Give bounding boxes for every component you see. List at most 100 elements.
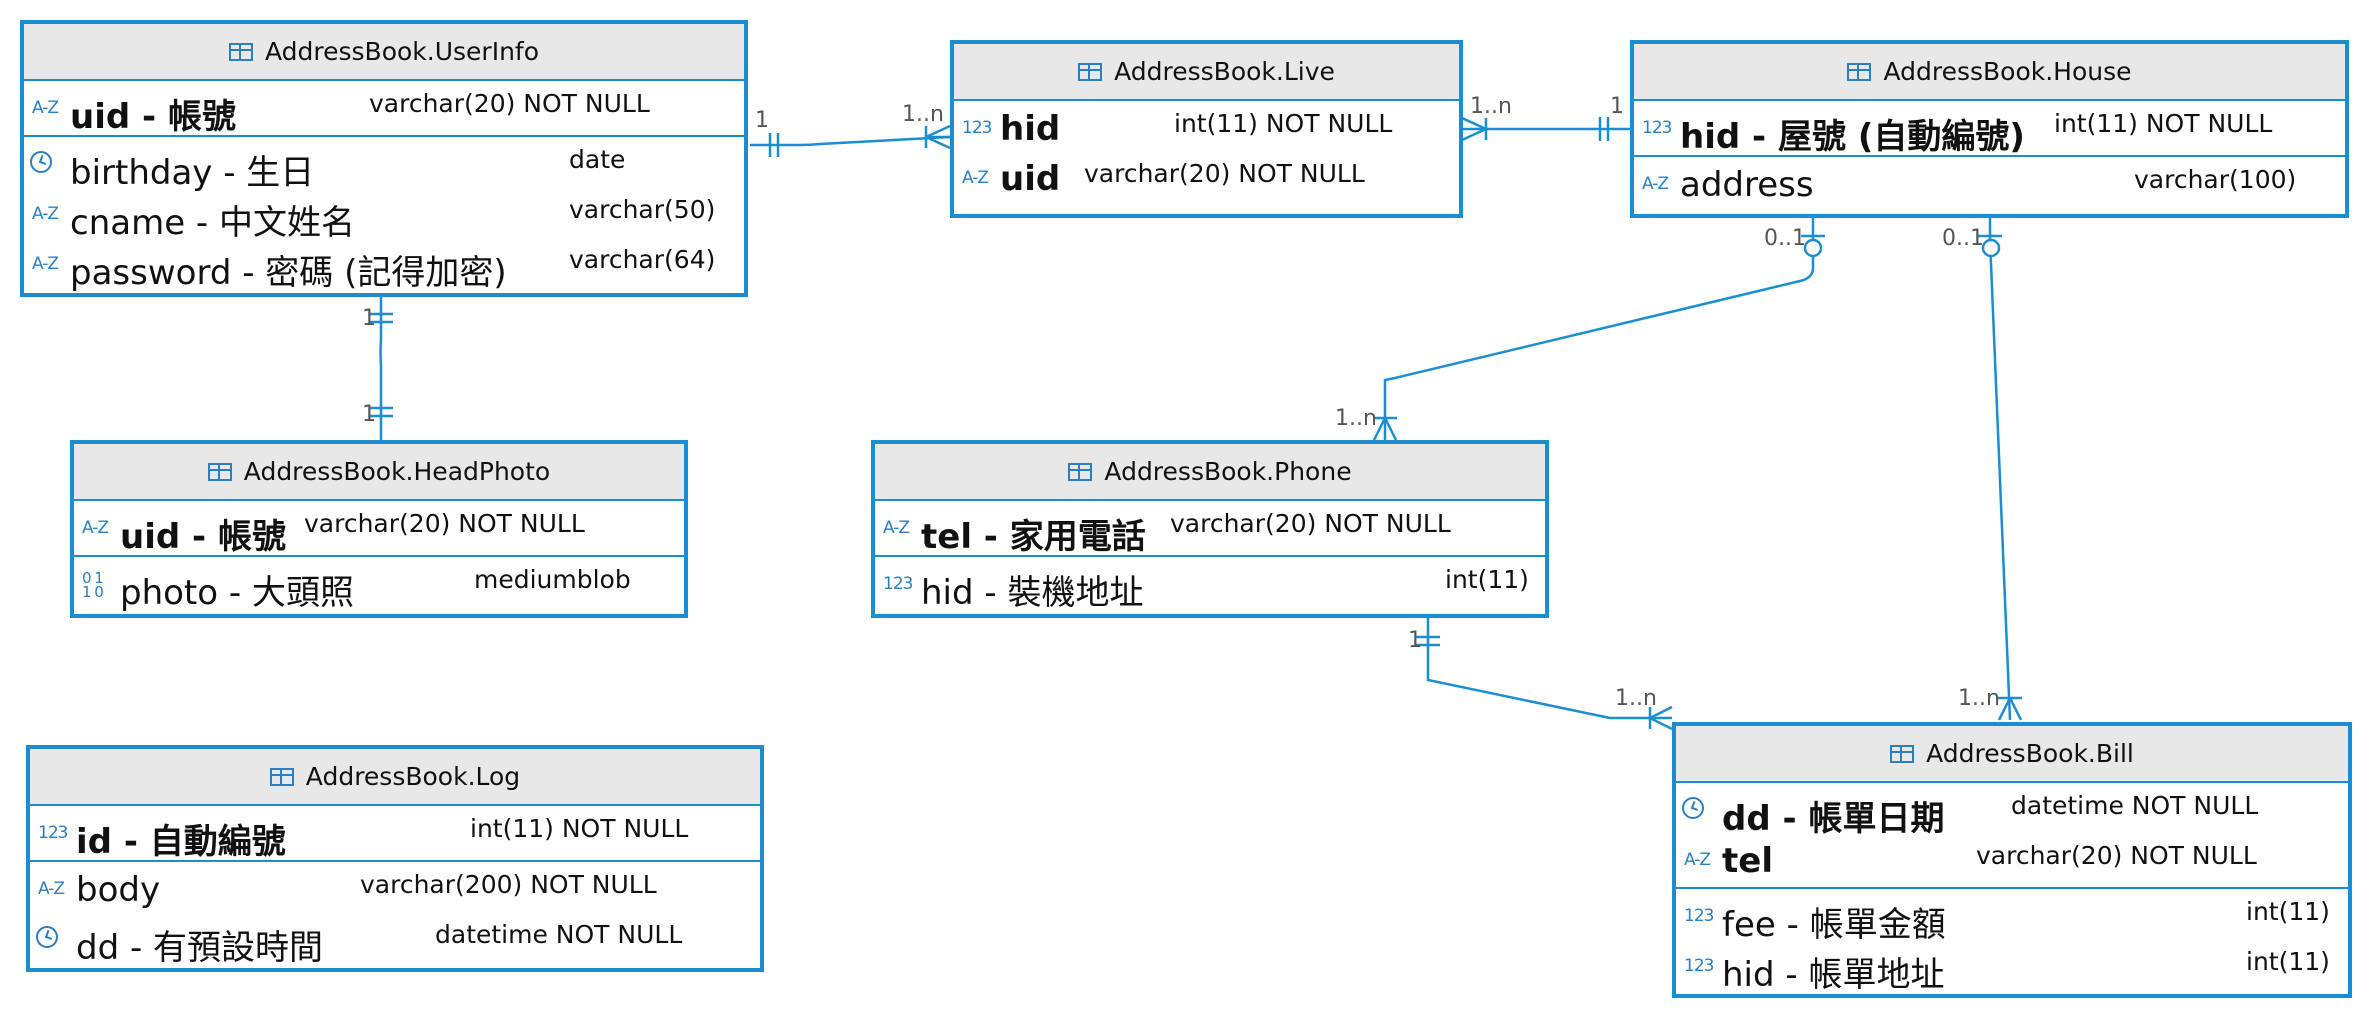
table-title: AddressBook.Live — [1114, 57, 1335, 86]
column-name: dd - 有預設時間 — [76, 928, 324, 968]
cardinality-label: 1 — [755, 108, 769, 133]
cardinality-label: 1 — [1408, 628, 1422, 653]
column-name: id - 自動編號 — [76, 822, 286, 862]
column-type: int(11) NOT NULL — [2054, 109, 2273, 138]
column-section: A-Z address varchar(100) — [1634, 157, 2345, 211]
column-name: uid — [1000, 159, 1061, 199]
numeric-icon: 123 — [1642, 118, 1672, 138]
primary-key-row[interactable]: A-Z tel - 家用電話 varchar(20) NOT NULL — [875, 503, 1545, 557]
column-row[interactable]: 123 fee - 帳單金額 int(11) — [1676, 891, 2348, 945]
rel-house-phone — [1383, 213, 1815, 440]
rel-house-bill — [1988, 213, 2012, 721]
column-name: cname - 中文姓名 — [70, 203, 355, 243]
table-icon — [1078, 62, 1103, 81]
column-type: varchar(20) NOT NULL — [1170, 509, 1451, 538]
table-title: AddressBook.Phone — [1104, 457, 1352, 486]
numeric-icon: 123 — [1684, 906, 1714, 926]
column-name: tel — [1722, 841, 1773, 881]
column-type: varchar(64) — [569, 245, 716, 274]
table-header[interactable]: AddressBook.House — [1634, 44, 2345, 101]
column-type: varchar(20) NOT NULL — [1976, 841, 2257, 870]
column-type: varchar(20) NOT NULL — [304, 509, 585, 538]
table-header[interactable]: AddressBook.Live — [954, 44, 1459, 101]
primary-key-section: 123 hid int(11) NOT NULL A-Z uid varchar(20) … — [954, 101, 1459, 205]
primary-key-row[interactable]: A-Z uid varchar(20) NOT NULL — [954, 153, 1459, 203]
text-icon: A-Z — [1684, 850, 1711, 870]
primary-key-row[interactable]: 123 hid int(11) NOT NULL — [954, 103, 1459, 153]
cardinality-label: 1..n — [1615, 686, 1657, 711]
table-header[interactable]: AddressBook.Phone — [875, 444, 1545, 501]
primary-key-row[interactable]: A-Z tel varchar(20) NOT NULL — [1676, 835, 2348, 885]
cardinality-label: 0..1 — [1764, 226, 1806, 251]
table-title: AddressBook.House — [1883, 57, 2132, 86]
clock-icon — [30, 151, 52, 173]
clock-icon — [36, 926, 58, 948]
column-type: int(11) NOT NULL — [470, 814, 689, 843]
column-name: address — [1680, 165, 1814, 205]
table-title: AddressBook.Bill — [1926, 739, 2134, 768]
column-type: varchar(20) NOT NULL — [1084, 159, 1365, 188]
column-name: fee - 帳單金額 — [1722, 905, 1946, 945]
cardinality-label: 1..n — [1470, 94, 1512, 119]
column-type: int(11) NOT NULL — [1174, 109, 1393, 138]
cardinality-label: 1..n — [1335, 406, 1377, 431]
cardinality-label: 1 — [1610, 94, 1624, 119]
table-icon — [1890, 744, 1915, 763]
cardinality-label: 1..n — [902, 102, 944, 127]
table-header[interactable]: AddressBook.UserInfo — [24, 24, 744, 81]
table-header[interactable]: AddressBook.Bill — [1676, 726, 2348, 783]
text-icon: A-Z — [962, 168, 989, 188]
table-live[interactable]: AddressBook.Live 123 hid int(11) NOT NULL A-… — [950, 40, 1463, 218]
table-header[interactable]: AddressBook.Log — [30, 749, 760, 806]
column-type: varchar(100) — [2134, 165, 2297, 194]
column-type: int(11) — [2246, 947, 2330, 976]
table-header[interactable]: AddressBook.HeadPhoto — [74, 444, 684, 501]
cardinality-label: 1 — [362, 306, 376, 331]
text-icon: A-Z — [883, 518, 910, 538]
text-icon: A-Z — [1642, 174, 1669, 194]
column-type: datetime NOT NULL — [2011, 791, 2259, 820]
column-name: uid - 帳號 — [70, 97, 236, 137]
column-type: varchar(200) NOT NULL — [360, 870, 657, 899]
text-icon: A-Z — [32, 254, 59, 274]
column-type: int(11) — [2246, 897, 2330, 926]
cardinality-label: 1..n — [1958, 686, 2000, 711]
column-name: tel - 家用電話 — [921, 517, 1146, 557]
column-row[interactable]: A-Z address varchar(100) — [1634, 159, 2345, 209]
numeric-icon: 123 — [962, 118, 992, 138]
primary-key-section: A-Z tel - 家用電話 varchar(20) NOT NULL — [875, 501, 1545, 557]
column-type: mediumblob — [474, 565, 631, 594]
column-name: hid — [1000, 109, 1061, 149]
column-row[interactable]: dd - 有預設時間 datetime NOT NULL — [30, 914, 760, 968]
cardinality-label: 1 — [362, 402, 376, 427]
text-icon: A-Z — [32, 204, 59, 224]
column-type: datetime NOT NULL — [435, 920, 683, 949]
column-name: uid - 帳號 — [120, 517, 286, 557]
rel-phone-bill — [1426, 613, 1672, 720]
